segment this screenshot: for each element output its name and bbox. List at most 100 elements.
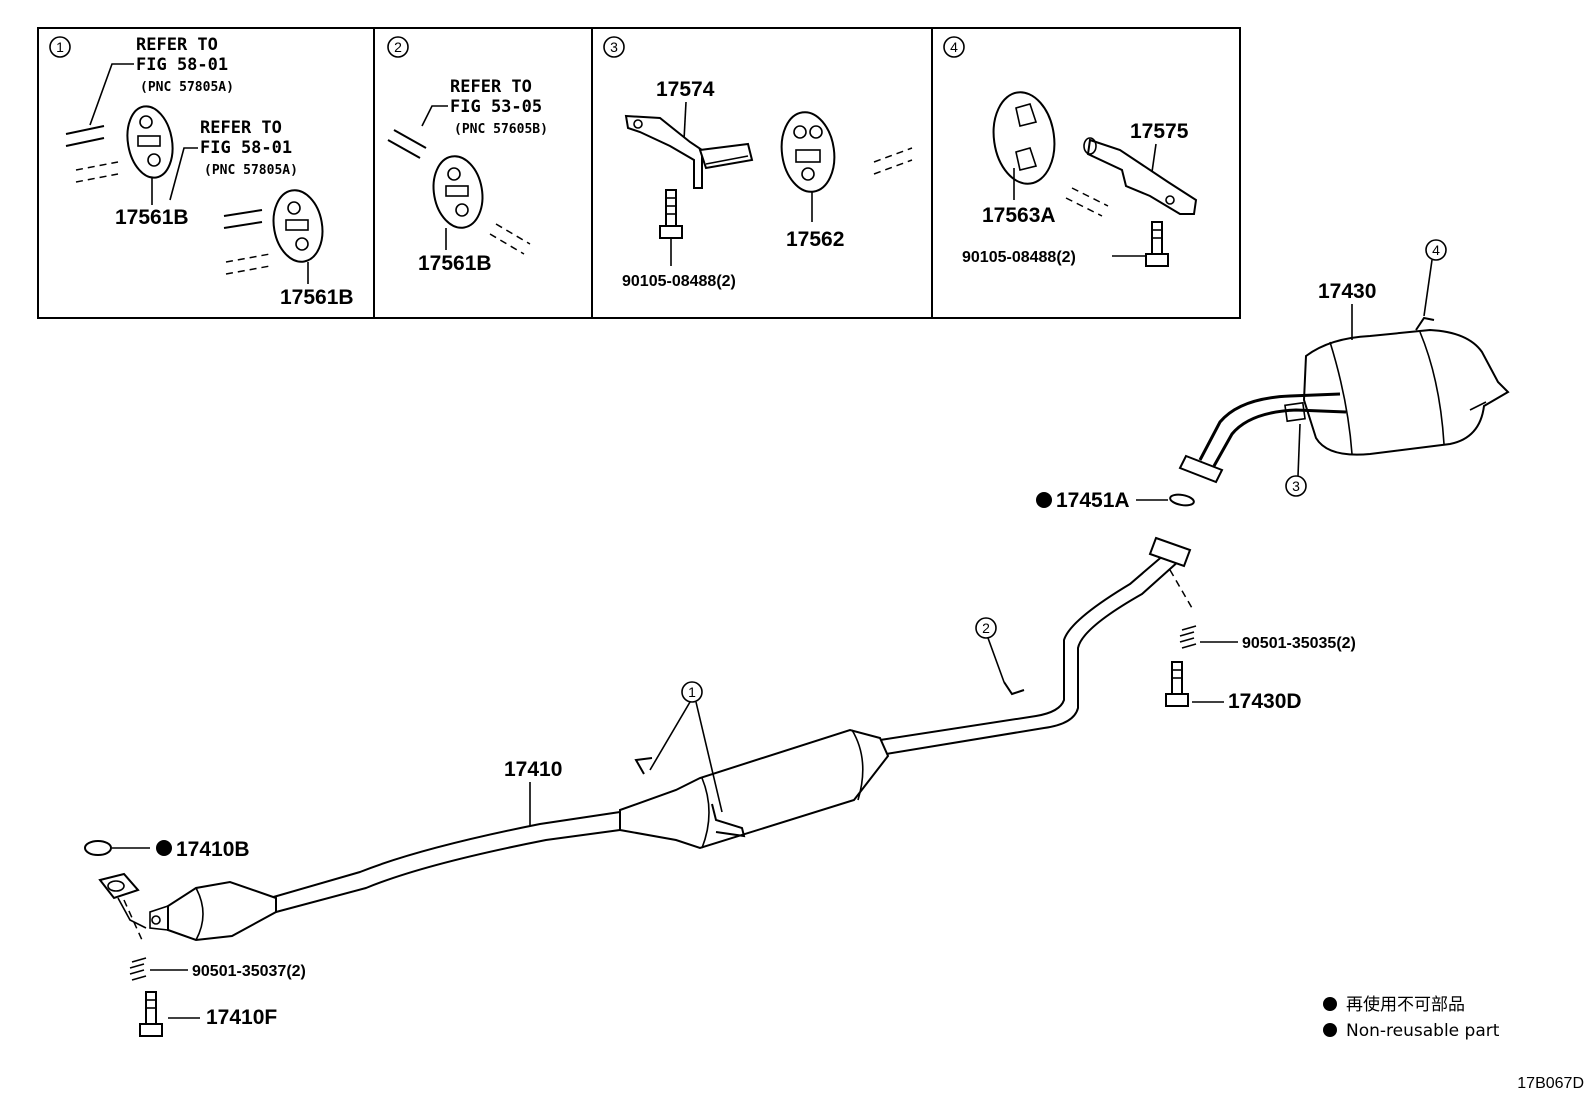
part-label: 17562 xyxy=(786,228,844,251)
hanger-rod-hidden xyxy=(75,161,119,171)
refer-fig: FIG 58-01 xyxy=(200,138,292,158)
callout-number: 1 xyxy=(688,684,696,700)
detail-panels: 1 REFER TO FIG 58-01 (PNC 57805A) REFER … xyxy=(37,27,1241,319)
gasket-rear xyxy=(1169,493,1195,507)
main-assembly: 17430 4 3 17451A xyxy=(84,239,1510,1037)
bolt-label: 90105-08488(2) xyxy=(962,249,1076,266)
panel-number-circle xyxy=(943,36,965,58)
panel-number: 3 xyxy=(610,39,618,55)
panel-number: 2 xyxy=(394,39,402,55)
part-label: 17561B xyxy=(280,286,354,309)
part-label: 17574 xyxy=(656,78,715,101)
rubber-hanger xyxy=(992,91,1056,185)
hanger-rod-hidden xyxy=(1065,197,1103,217)
leader-line xyxy=(649,701,691,771)
refer-fig: FIG 58-01 xyxy=(136,55,228,75)
compression-spring xyxy=(1179,625,1197,649)
gasket-front xyxy=(84,840,112,856)
callout-circle xyxy=(1425,239,1447,261)
legend-dot xyxy=(1323,997,1337,1011)
panel-number-circle xyxy=(387,36,409,58)
hanger-rod-hidden xyxy=(495,223,531,245)
hanger-rod xyxy=(387,139,421,159)
hanger-rod-hidden xyxy=(225,253,271,263)
part-label: 17410 xyxy=(504,758,562,781)
part-label: 17430D xyxy=(1228,690,1302,713)
part-label: 17575 xyxy=(1130,120,1189,143)
leader-line xyxy=(421,105,448,127)
rubber-hanger xyxy=(272,189,324,263)
leader-line xyxy=(1151,143,1157,173)
part-label: 17451A xyxy=(1056,489,1130,512)
part-label: 90501-35035(2) xyxy=(1242,635,1356,652)
bolt xyxy=(1165,661,1189,707)
refer-pnc: (PNC 57605B) xyxy=(454,122,548,137)
tailpipe-muffler xyxy=(1178,316,1510,484)
leader-line xyxy=(683,101,687,141)
bolt xyxy=(659,189,683,239)
bolt xyxy=(1145,221,1169,267)
refer-pnc: (PNC 57805A) xyxy=(140,80,234,95)
part-label: 90501-35037(2) xyxy=(192,963,306,980)
callout-number: 4 xyxy=(1432,242,1440,258)
hanger-rod-hidden xyxy=(225,265,271,275)
leader-line xyxy=(1297,423,1301,477)
detail-panel-2: 2 REFER TO FIG 53-05 (PNC 57605B) 17561B xyxy=(387,36,548,275)
alignment-line xyxy=(1169,569,1193,609)
leader-line xyxy=(89,63,134,126)
panel-number: 1 xyxy=(56,39,64,55)
legend-dot xyxy=(1323,1023,1337,1037)
detail-panel-3: 3 17574 90105-08488(2) xyxy=(603,36,913,290)
hanger-rod-hidden xyxy=(873,147,913,163)
rubber-hanger xyxy=(780,111,836,193)
compression-spring xyxy=(129,957,147,981)
bolt-label: 90105-08488(2) xyxy=(622,273,736,290)
hanger-rod xyxy=(223,209,263,217)
hanger-rod xyxy=(393,129,427,149)
refer-text: REFER TO xyxy=(136,35,218,55)
hanger-bracket xyxy=(624,114,754,189)
hanger-rod-hidden xyxy=(873,159,913,175)
hanger-rod-hidden xyxy=(1071,187,1109,207)
part-label: 17430 xyxy=(1318,280,1376,303)
leader-line xyxy=(169,147,198,201)
panel-number: 4 xyxy=(950,39,958,55)
leader-line xyxy=(695,701,723,813)
leader-line xyxy=(1423,259,1433,317)
panel-number-circle xyxy=(49,36,71,58)
hanger-rod xyxy=(65,137,105,147)
refer-pnc: (PNC 57805A) xyxy=(204,163,298,178)
callout-circle xyxy=(1285,475,1307,497)
legend-japanese: 再使用不可部品 xyxy=(1346,994,1465,1015)
part-label: 17561B xyxy=(115,206,189,229)
part-label: 17563A xyxy=(982,204,1056,227)
hanger-rod xyxy=(65,125,105,135)
hanger-bracket xyxy=(1083,137,1198,215)
part-label: 17410F xyxy=(206,1006,277,1029)
rubber-hanger xyxy=(126,105,174,179)
callout-number: 3 xyxy=(1292,478,1300,494)
alignment-line xyxy=(123,899,143,941)
rubber-hanger xyxy=(432,155,484,229)
part-label: 17561B xyxy=(418,252,492,275)
legend-english: Non-reusable part xyxy=(1346,1021,1500,1041)
hanger-rod-hidden xyxy=(75,173,119,183)
refer-fig: FIG 53-05 xyxy=(450,97,542,117)
diagram-code: 17B067D xyxy=(1517,1075,1584,1092)
non-reusable-dot xyxy=(1036,492,1052,508)
callout-number: 2 xyxy=(982,620,990,636)
panel-frame xyxy=(37,27,1241,319)
leader-line xyxy=(987,637,1005,683)
hanger-rod-hidden xyxy=(489,233,525,255)
refer-text: REFER TO xyxy=(200,118,282,138)
detail-panel-4: 4 17563A 17575 xyxy=(943,36,1198,267)
refer-text: REFER TO xyxy=(450,77,532,97)
part-label: 17410B xyxy=(176,838,250,861)
exhaust-pipe-assembly xyxy=(98,536,1192,942)
hanger-rod xyxy=(223,221,263,229)
detail-panel-1: 1 REFER TO FIG 58-01 (PNC 57805A) REFER … xyxy=(49,35,354,309)
callout-circle xyxy=(681,681,703,703)
legend: 再使用不可部品 Non-reusable part xyxy=(1323,994,1500,1041)
bolt xyxy=(139,991,163,1037)
